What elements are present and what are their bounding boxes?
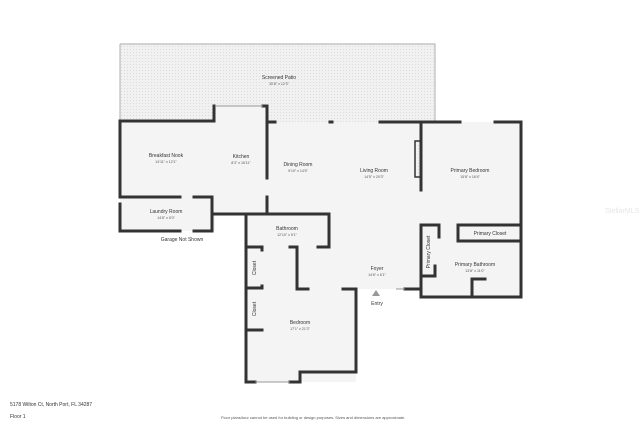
room-name: Kitchen	[233, 154, 250, 160]
windows	[216, 105, 405, 383]
room-dim: 17'1" x 21'3"	[290, 327, 310, 331]
address: 5178 Wilton Ct, North Port, FL 34287	[10, 402, 93, 408]
room-dim: 30'8" x 12'3"	[269, 82, 289, 86]
room-floors	[120, 106, 521, 382]
patio-screen	[119, 43, 436, 122]
room-name: Breakfast Nook	[149, 153, 184, 159]
patio-floor	[120, 44, 435, 122]
disclaimer: Floor plans/tour cannot be used for buil…	[221, 415, 406, 420]
room-name: Closet	[252, 301, 258, 316]
room-name: Foyer	[371, 266, 384, 272]
room-dim: 13'8" x 11'0"	[465, 269, 485, 273]
room-dim: 8'3" x 16'11"	[231, 161, 251, 165]
floor-label: Floor 1	[10, 414, 26, 420]
entry-arrow-icon	[372, 290, 380, 296]
watermark: StellarMLS	[605, 208, 640, 215]
room-dim: 14'5" x 20'3"	[364, 175, 384, 179]
room-dim: 12'10" x 5'1"	[277, 233, 297, 237]
room-name: Bedroom	[290, 320, 310, 326]
room-name: Living Room	[360, 168, 388, 174]
room-dim: 14'11" x 12'1"	[155, 160, 177, 164]
room-name: Primary Closet	[426, 235, 432, 268]
room-name: Screened Patio	[262, 75, 296, 81]
room-name: Dining Room	[284, 162, 313, 168]
room-name: Primary Bedroom	[451, 168, 490, 174]
room-dim: 9'10" x 14'5"	[288, 169, 308, 173]
room-name: Primary Bathroom	[455, 262, 495, 268]
room-name: Primary Closet	[474, 231, 507, 237]
walls	[118, 104, 523, 384]
entry-label: Entry	[371, 301, 383, 307]
room-name: Closet	[252, 260, 258, 275]
room-dim: 15'8" x 16'4"	[460, 175, 480, 179]
room-dim: 14'8" x 5'0"	[157, 216, 175, 220]
room-dim: 14'6" x 6'1"	[368, 273, 386, 277]
garage-note: Garage Not Shown	[161, 237, 204, 243]
room-name: Laundry Room	[150, 209, 183, 215]
room-name: Bathroom	[276, 226, 298, 232]
